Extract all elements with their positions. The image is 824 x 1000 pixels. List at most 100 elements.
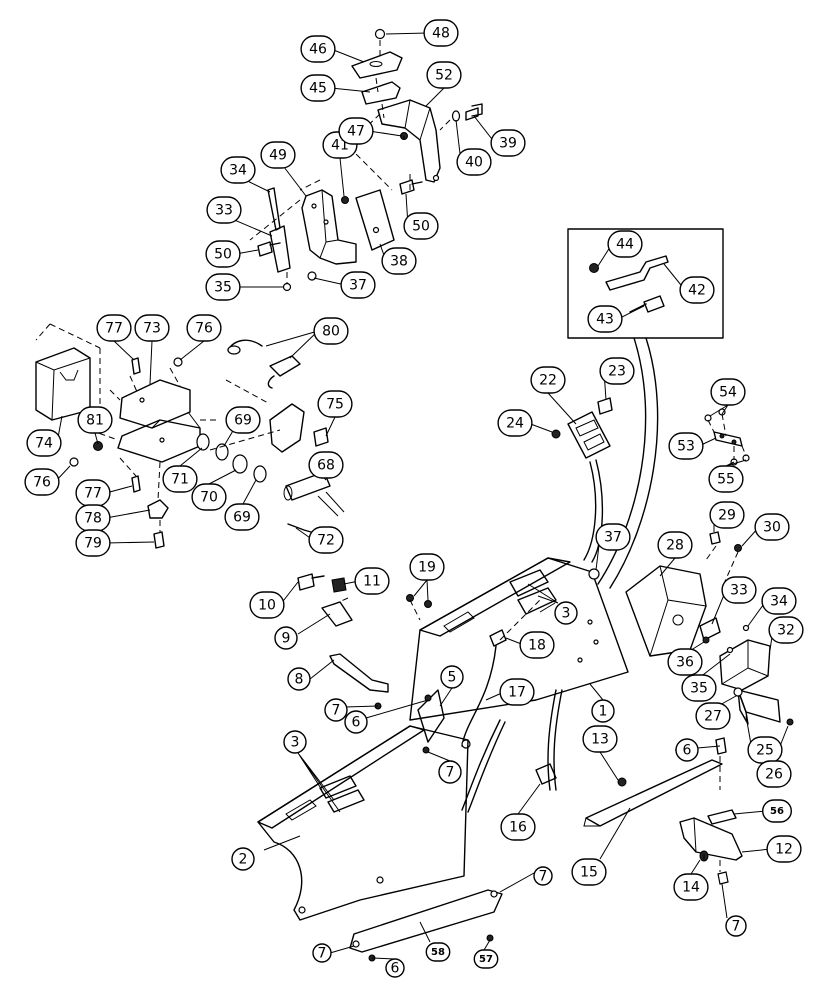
callout-number: 32 <box>777 623 795 639</box>
nut-19b <box>424 600 432 608</box>
callout-number: 75 <box>326 397 344 413</box>
callout-bubble <box>24 468 60 496</box>
callout-number: 13 <box>591 732 609 748</box>
callout-bubble <box>681 674 717 702</box>
screw-77a <box>131 357 141 375</box>
callout-number: 69 <box>234 413 252 429</box>
callout-bubble <box>308 451 344 479</box>
callout-number: 17 <box>508 685 526 701</box>
rail-15 <box>585 759 723 827</box>
hose-17 <box>461 645 497 747</box>
callout-c56: 56 <box>762 799 793 823</box>
callout-number: 5 <box>448 670 457 686</box>
callout-bubble <box>249 591 285 619</box>
callout-c18: 18 <box>519 631 555 659</box>
callout-bubble <box>761 587 797 615</box>
callout-number: 15 <box>580 865 598 881</box>
strap-8 <box>329 653 389 693</box>
callout-c58: 58 <box>425 942 451 962</box>
callout-number: 23 <box>608 364 626 380</box>
nut-27 <box>733 687 743 697</box>
nut-55b <box>742 454 750 462</box>
callout-bubble <box>571 858 607 886</box>
callout-bubble <box>673 873 709 901</box>
callout-bubble <box>440 665 464 689</box>
callout-number: 14 <box>682 880 700 896</box>
callout-c5: 5 <box>440 665 464 689</box>
plate-22 <box>567 411 611 459</box>
callout-bubble <box>26 429 62 457</box>
callout-c68: 68 <box>308 451 344 479</box>
bracket-12 <box>679 817 743 861</box>
callout-number: 80 <box>322 324 340 340</box>
callout-c11: 11 <box>354 567 390 595</box>
callout-bubble <box>709 501 745 529</box>
callout-number: 52 <box>435 68 453 84</box>
callout-bubble <box>766 835 802 863</box>
callout-bubble <box>312 943 332 963</box>
plate-46 <box>351 51 403 79</box>
callout-c6b: 6 <box>675 738 699 762</box>
callout-bubble <box>423 19 459 47</box>
callout-bubble <box>710 378 746 406</box>
callout-c32: 32 <box>768 616 804 644</box>
callout-c22: 22 <box>530 366 566 394</box>
bracket-42 <box>605 255 669 291</box>
callout-c2: 2 <box>231 847 255 871</box>
callout-number: 3 <box>562 606 571 622</box>
callout-c8: 8 <box>287 667 311 691</box>
callout-bubble <box>456 148 492 176</box>
callout-number: 77 <box>105 321 123 337</box>
callout-bubble <box>283 730 307 754</box>
callout-number: 78 <box>84 511 102 527</box>
nut-24 <box>551 429 561 439</box>
callout-bubble <box>186 314 222 342</box>
screw-34b <box>742 624 750 632</box>
nut-37b <box>588 568 600 580</box>
callout-bubble <box>657 531 693 559</box>
bolt-34 <box>267 187 281 231</box>
callout-number: 58 <box>431 947 445 958</box>
callout-bubble <box>499 678 535 706</box>
callout-number: 44 <box>616 237 634 253</box>
callout-c37b: 37 <box>340 271 376 299</box>
clip-56 <box>707 809 737 825</box>
callout-c44: 44 <box>607 230 643 258</box>
gear-70 <box>232 454 248 474</box>
callout-number: 7 <box>539 869 548 885</box>
callout-c34b: 34 <box>220 156 256 184</box>
callout-bubble <box>490 129 526 157</box>
callout-c43: 43 <box>587 305 623 333</box>
callout-number: 25 <box>756 743 774 759</box>
callout-number: 79 <box>84 536 102 552</box>
callout-bubble <box>500 813 536 841</box>
callout-number: 35 <box>690 681 708 697</box>
callout-bubble <box>599 357 635 385</box>
callout-number: 48 <box>432 26 450 42</box>
callout-c79: 79 <box>75 529 111 557</box>
callout-bubble <box>403 212 439 240</box>
callout-c25: 25 <box>747 736 783 764</box>
bolt-26 <box>786 718 794 726</box>
callout-c69a: 69 <box>225 406 261 434</box>
callout-number: 19 <box>418 560 436 576</box>
callout-number: 77 <box>84 486 102 502</box>
callout-c35b: 35 <box>205 273 241 301</box>
callout-bubble <box>96 314 132 342</box>
callout-bubble <box>554 601 578 625</box>
callout-number: 47 <box>347 124 365 140</box>
callout-bubble <box>675 738 699 762</box>
callout-bubble <box>582 725 618 753</box>
callout-number: 76 <box>33 475 51 491</box>
callout-bubble <box>300 35 336 63</box>
callout-number: 24 <box>506 416 524 432</box>
callout-number: 3 <box>291 735 300 751</box>
callout-number: 28 <box>666 538 684 554</box>
callout-c71: 71 <box>162 465 198 493</box>
callout-number: 34 <box>770 594 788 610</box>
callout-bubble <box>519 631 555 659</box>
callout-bubble <box>75 529 111 557</box>
callout-number: 11 <box>363 574 381 590</box>
callout-c16: 16 <box>500 813 536 841</box>
decal-3b <box>319 775 357 799</box>
